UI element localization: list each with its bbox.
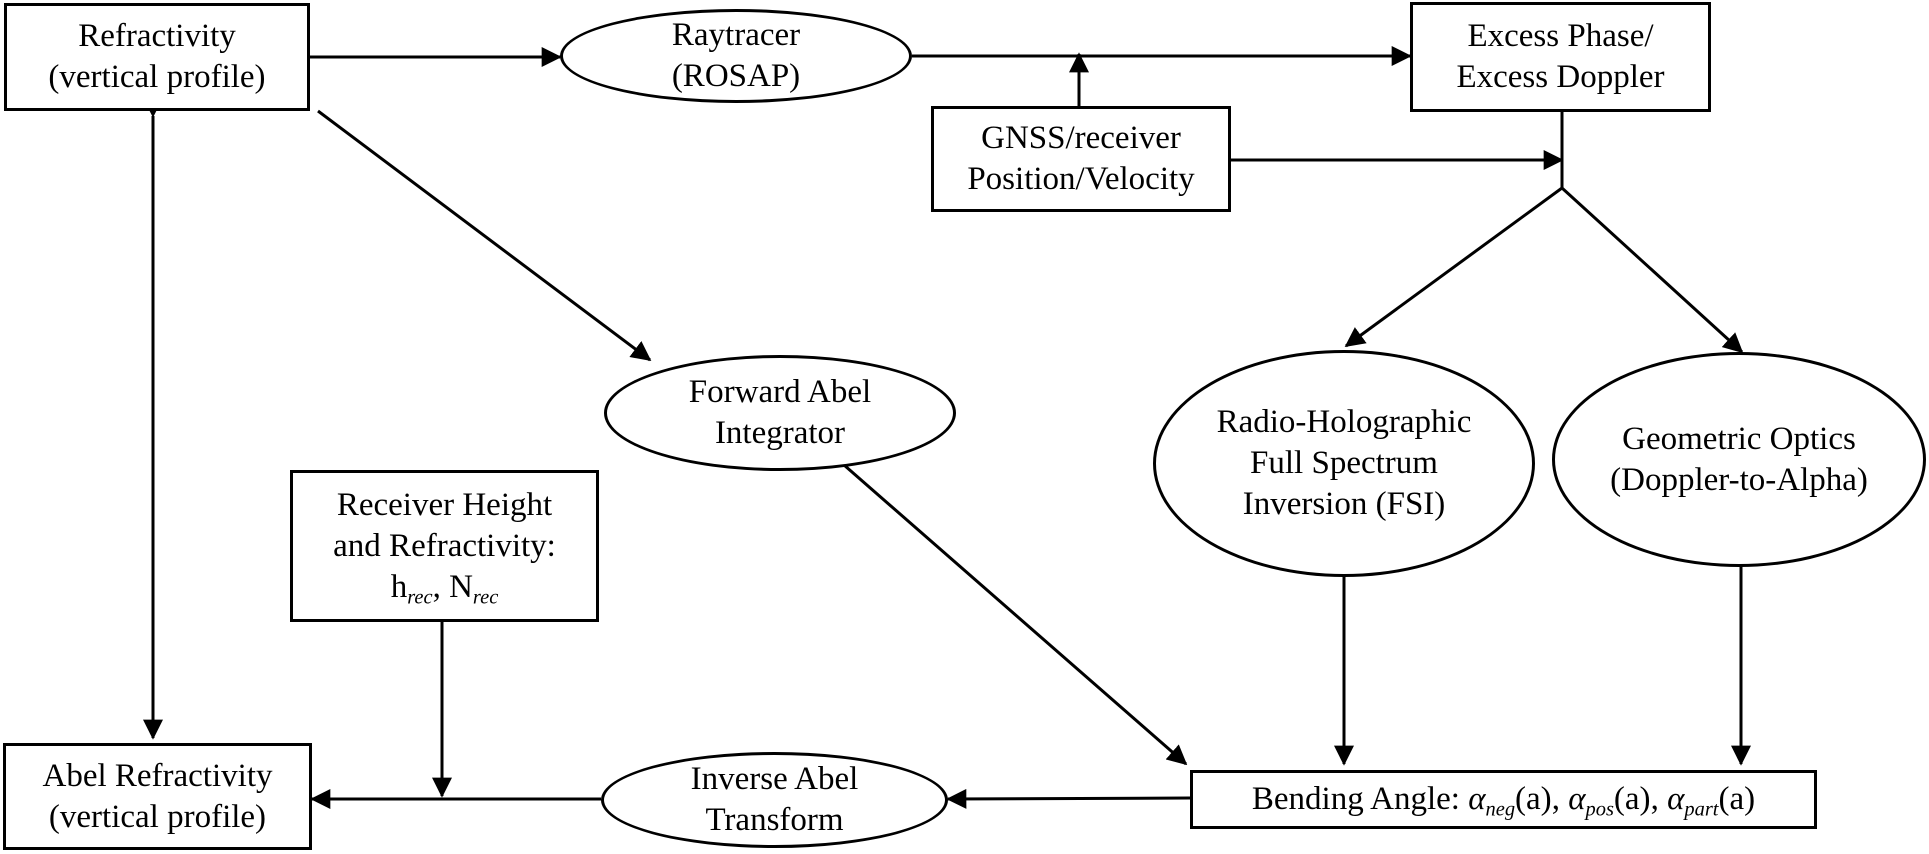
forward-abel-label-1: Forward Abel	[688, 374, 872, 410]
fsi-label-3: Inversion (FSI)	[1242, 486, 1446, 522]
alpha-arg: (a)	[1718, 781, 1756, 817]
alpha-subscript-pos: pos	[1585, 798, 1614, 821]
arrow-split-to-go	[1560, 186, 1744, 354]
abel-refractivity-label-1: Abel Refractivity	[42, 757, 273, 794]
refractivity-box: Refractivity (vertical profile)	[4, 3, 310, 111]
alpha-arg: (a)	[1515, 781, 1552, 817]
arrow-split-to-fsi	[1344, 186, 1563, 348]
inverse-abel-label-1: Inverse Abel	[690, 761, 859, 797]
excess-phase-box: Excess Phase/ Excess Doppler	[1410, 2, 1711, 112]
receiver-label-2: and Refractivity:	[333, 527, 556, 564]
raytracer-label-2: (ROSAP)	[671, 58, 801, 94]
abel-refractivity-box: Abel Refractivity (vertical profile)	[3, 743, 312, 850]
alpha-arg: (a)	[1613, 781, 1651, 817]
receiver-separator: ,	[432, 568, 450, 605]
fsi-ellipse: Radio-Holographic Full Spectrum Inversio…	[1153, 350, 1535, 577]
gnss-label-1: GNSS/receiver	[981, 120, 1181, 156]
bending-prefix: Bending Angle:	[1251, 781, 1469, 817]
receiver-h-subscript: rec	[407, 586, 433, 609]
excess-label-1: Excess Phase/	[1467, 18, 1654, 54]
fsi-label-1: Radio-Holographic	[1216, 404, 1472, 440]
excess-label-2: Excess Doppler	[1456, 59, 1665, 95]
abel-refractivity-label-2: (vertical profile)	[48, 798, 267, 835]
receiver-label-1: Receiver Height	[336, 486, 553, 523]
bending-separator: ,	[1551, 781, 1569, 817]
alpha-subscript-part: part	[1684, 798, 1719, 821]
receiver-h-symbol: h	[390, 568, 408, 605]
forward-abel-label-2: Integrator	[714, 415, 846, 451]
bending-angle-box: Bending Angle: αneg(a), αpos(a), αpart(a…	[1190, 770, 1817, 829]
refractivity-label-2: (vertical profile)	[48, 59, 266, 95]
inverse-abel-ellipse: Inverse Abel Transform	[601, 752, 948, 848]
refractivity-label-1: Refractivity	[78, 18, 236, 54]
inverse-abel-label-2: Transform	[705, 802, 844, 838]
fsi-label-2: Full Spectrum	[1250, 445, 1438, 481]
alpha-subscript-neg: neg	[1485, 798, 1516, 821]
gnss-box: GNSS/receiver Position/Velocity	[931, 106, 1231, 212]
arrow-forward-abel-to-bending	[827, 449, 1188, 766]
receiver-formula: hrec, Nrec	[391, 567, 499, 608]
receiver-n-subscript: rec	[472, 586, 499, 609]
raytracer-ellipse: Raytracer (ROSAP)	[560, 9, 912, 103]
receiver-box: Receiver Height and Refractivity: hrec, …	[290, 470, 599, 622]
receiver-n-symbol: N	[449, 568, 473, 605]
geometric-optics-ellipse: Geometric Optics (Doppler-to-Alpha)	[1552, 352, 1926, 567]
arrow-refractivity-to-forward-abel	[317, 109, 652, 362]
gnss-label-2: Position/Velocity	[967, 161, 1195, 197]
go-label-2: (Doppler-to-Alpha)	[1610, 461, 1868, 498]
alpha-symbol: α	[1568, 781, 1586, 817]
forward-abel-ellipse: Forward Abel Integrator	[604, 355, 956, 471]
bending-separator: ,	[1650, 781, 1668, 817]
bending-angle-label: Bending Angle: αneg(a), αpos(a), αpart(a…	[1252, 779, 1755, 820]
alpha-symbol: α	[1468, 781, 1486, 817]
raytracer-label-1: Raytracer	[671, 17, 801, 53]
go-label-1: Geometric Optics	[1622, 420, 1856, 457]
alpha-symbol: α	[1667, 781, 1685, 817]
arrow-bending-to-inverse-abel	[946, 788, 1191, 809]
